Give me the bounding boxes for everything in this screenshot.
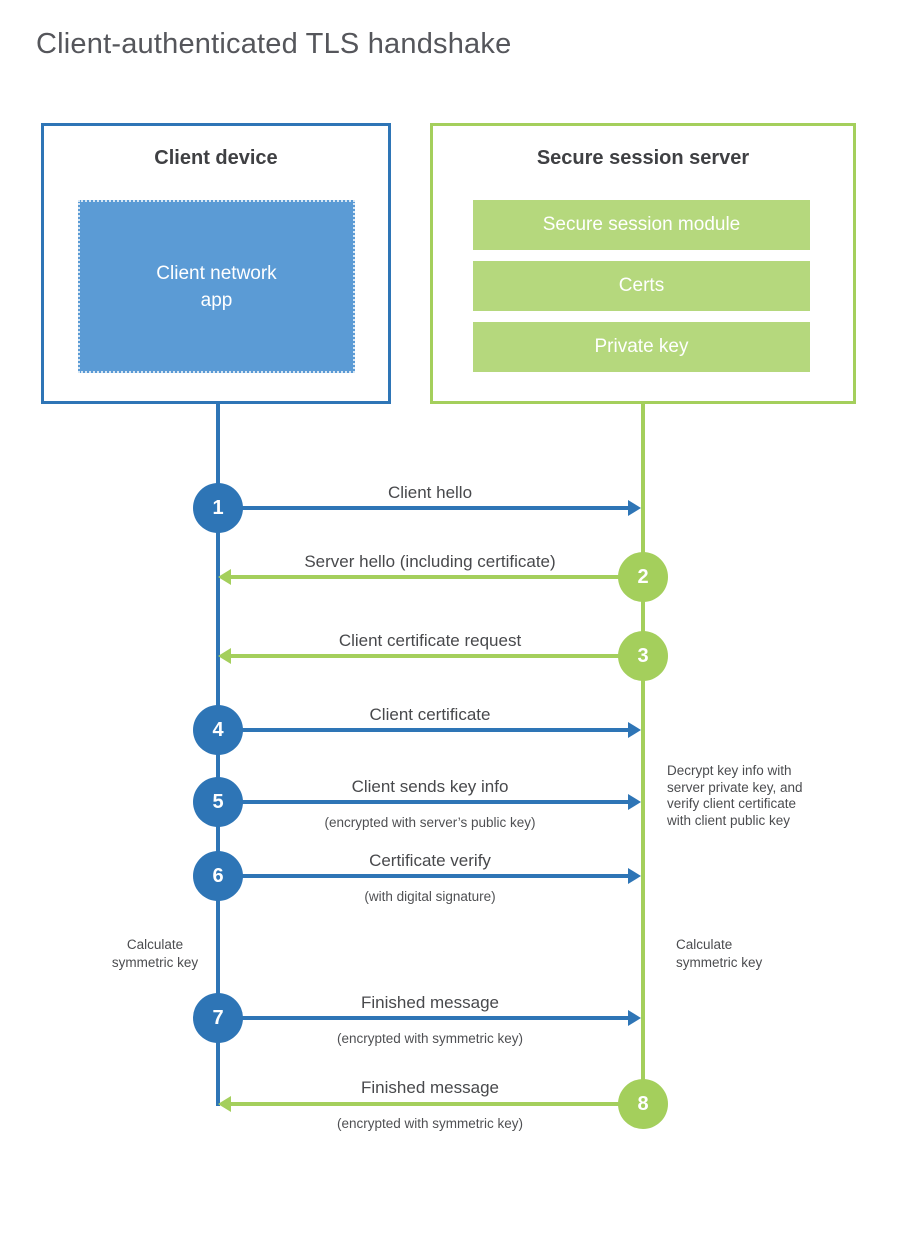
message-sublabel-7: (encrypted with symmetric key): [336, 1031, 524, 1046]
message-label-5: Client sends key info: [351, 777, 509, 796]
client-network-app-box: Client network app: [78, 200, 355, 373]
step-circle-6: 6: [193, 851, 243, 901]
message-label-2: Server hello (including certificate): [304, 552, 556, 571]
message-label-6: Certificate verify: [369, 851, 491, 870]
calculate-symmetric-key-server-note: Calculate symmetric key: [676, 937, 763, 970]
step-circle-1: 1: [193, 483, 243, 533]
server-module-private-key: Private key: [473, 322, 810, 372]
message-arrow-1: [218, 506, 628, 510]
arrow-head-left-icon: [218, 569, 231, 585]
message-arrow-8: [231, 1102, 643, 1106]
message-label-7: Finished message: [361, 993, 499, 1012]
message-label-4: Client certificate: [369, 705, 491, 724]
message-sublabel-6: (with digital signature): [364, 889, 496, 904]
message-arrow-4: [218, 728, 628, 732]
message-label-1: Client hello: [387, 483, 473, 502]
client-device-title: Client device: [154, 147, 278, 169]
message-label-8: Finished message: [361, 1078, 499, 1097]
step-circle-4: 4: [193, 705, 243, 755]
arrow-head-right-icon: [628, 794, 641, 810]
step-circle-5: 5: [193, 777, 243, 827]
diagram-title: Client-authenticated TLS handshake: [36, 28, 512, 60]
message-arrow-5: [218, 800, 628, 804]
message-arrow-6: [218, 874, 628, 878]
message-arrow-2: [231, 575, 643, 579]
step-circle-7: 7: [193, 993, 243, 1043]
message-arrow-7: [218, 1016, 628, 1020]
arrow-head-left-icon: [218, 1096, 231, 1112]
message-label-3: Client certificate request: [338, 631, 522, 650]
message-sublabel-8: (encrypted with symmetric key): [336, 1116, 524, 1131]
step-circle-3: 3: [618, 631, 668, 681]
server-module-secure-session: Secure session module: [473, 200, 810, 250]
step-circle-2: 2: [618, 552, 668, 602]
calculate-symmetric-key-client-note: Calculate symmetric key: [111, 937, 199, 970]
arrow-head-right-icon: [628, 500, 641, 516]
decrypt-note: Decrypt key info with server private key…: [667, 763, 803, 828]
arrow-head-right-icon: [628, 868, 641, 884]
server-box-title: Secure session server: [536, 147, 750, 169]
message-arrow-3: [231, 654, 643, 658]
server-lifeline: [641, 401, 645, 1104]
arrow-head-right-icon: [628, 1010, 641, 1026]
arrow-head-left-icon: [218, 648, 231, 664]
message-sublabel-5: (encrypted with server’s public key): [324, 815, 536, 830]
server-module-certs: Certs: [473, 261, 810, 311]
step-circle-8: 8: [618, 1079, 668, 1129]
arrow-head-right-icon: [628, 722, 641, 738]
